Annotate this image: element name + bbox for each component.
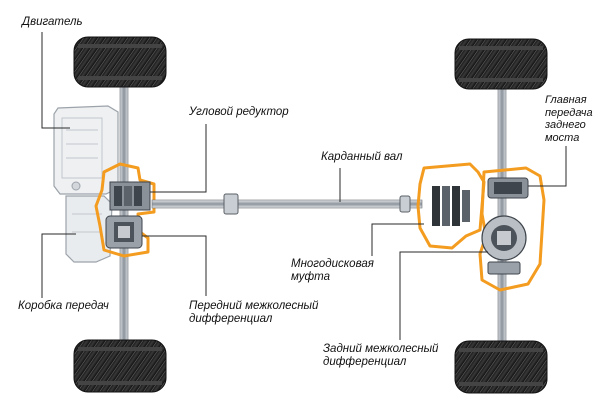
leader-gearbox xyxy=(41,233,76,298)
label-main-gear: Главная передача заднего моста xyxy=(545,94,593,144)
label-rear-diff-line1: Задний межколесный xyxy=(323,343,439,355)
label-main-gear-line3: заднего xyxy=(545,119,586,131)
rear-left-wheel-icon xyxy=(454,38,548,90)
leader-rear-diff xyxy=(399,251,488,340)
leader-angle-gearbox xyxy=(150,124,207,193)
leader-engine xyxy=(41,32,70,129)
angle-gearbox-icon xyxy=(94,162,156,258)
leader-main-gear xyxy=(528,146,567,187)
rear-axle xyxy=(497,43,507,375)
label-front-diff-line2: дифференциал xyxy=(189,313,273,325)
front-left-wheel-icon xyxy=(73,36,167,88)
engine-icon xyxy=(53,105,119,195)
front-differential-icon xyxy=(105,215,143,249)
label-multiplate-line1: Многодисковая xyxy=(291,258,374,270)
leader-multiplate xyxy=(371,223,424,256)
rear-main-gear-icon xyxy=(478,166,546,292)
leader-lines xyxy=(41,32,567,340)
label-main-gear-line2: передача xyxy=(545,106,593,119)
rear-right-wheel-icon xyxy=(454,340,548,394)
multiplate-clutch-icon xyxy=(416,162,486,250)
label-front-differential: Передний межколесный дифференциал xyxy=(189,300,318,326)
label-rear-diff-line2: дифференциал xyxy=(323,356,407,368)
gearbox-icon xyxy=(65,195,113,263)
cardan-shaft-icon xyxy=(151,193,423,215)
label-main-gear-line4: моста xyxy=(545,131,580,144)
label-multiplate-line2: муфта xyxy=(291,271,330,283)
label-main-gear-line1: Главная xyxy=(545,94,587,106)
leader-front-diff xyxy=(142,235,207,296)
label-front-diff-line1: Передний межколесный xyxy=(189,300,319,312)
label-cardan-shaft: Карданный вал xyxy=(321,151,403,163)
label-rear-differential: Задний межколесный дифференциал xyxy=(323,343,438,369)
label-multiplate-clutch: Многодисковая муфта xyxy=(291,258,374,284)
label-engine: Двигатель xyxy=(22,16,83,28)
front-right-wheel-icon xyxy=(73,339,167,393)
label-gearbox: Коробка передач xyxy=(18,300,109,312)
label-angle-gearbox: Угловой редуктор xyxy=(189,106,289,118)
rear-differential-icon xyxy=(481,215,527,275)
